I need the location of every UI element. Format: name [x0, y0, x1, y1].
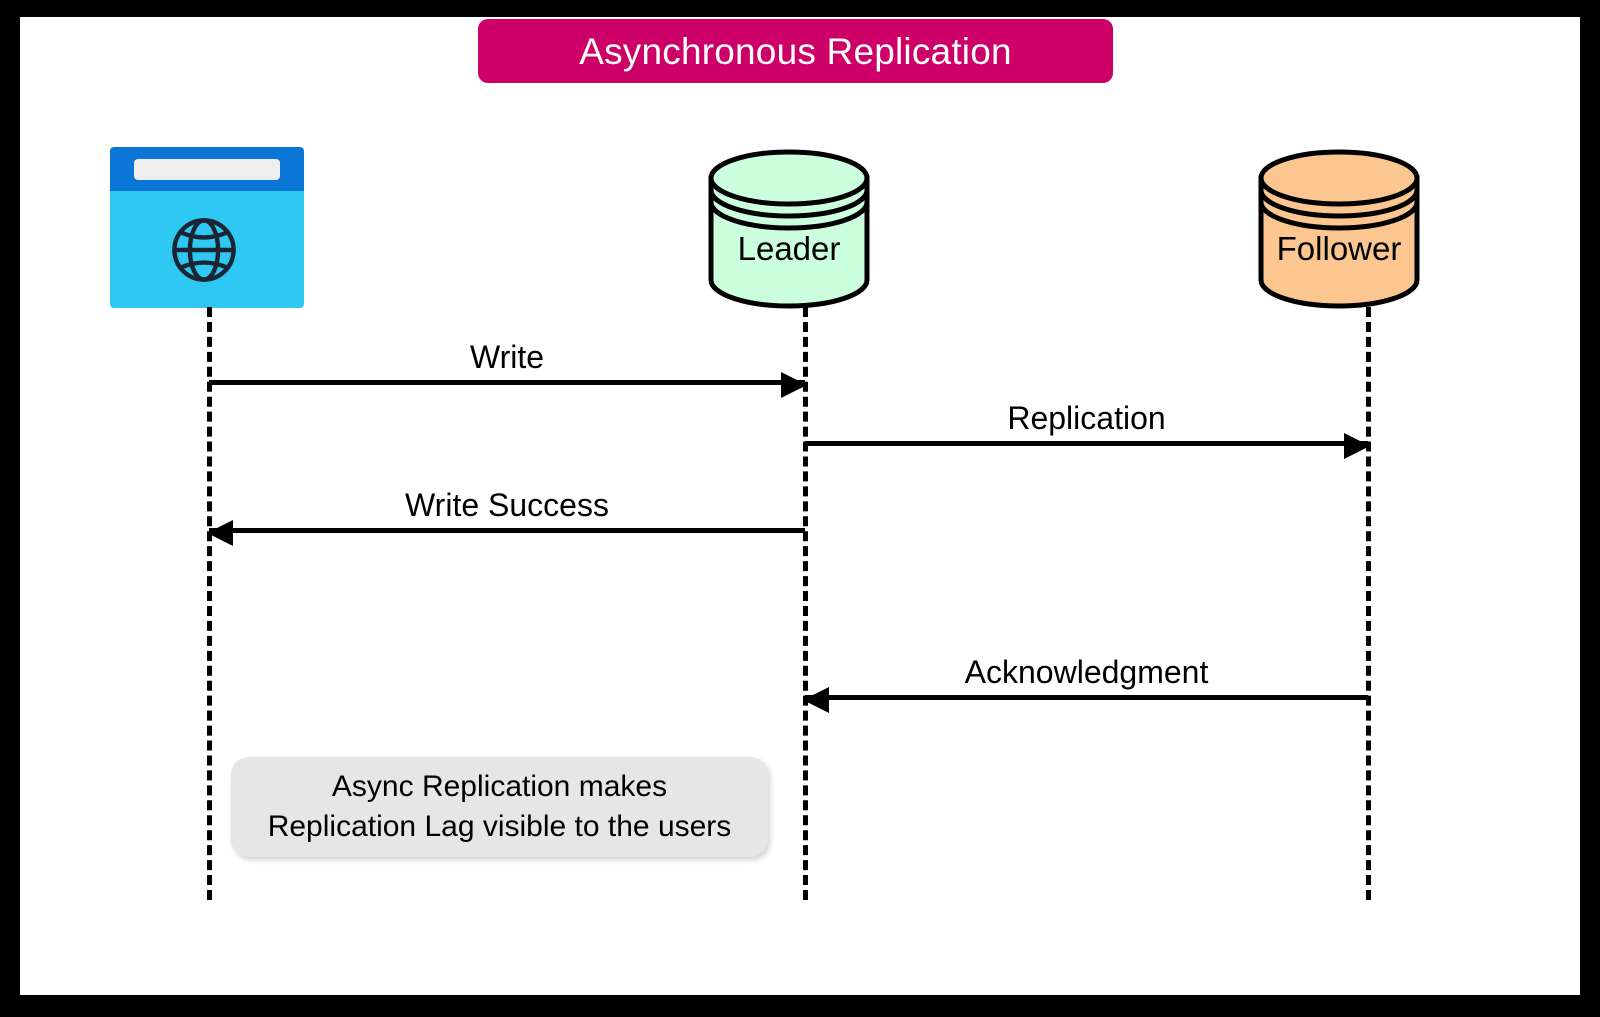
database-cylinder-icon — [1258, 149, 1420, 309]
message-arrow-write: Write — [209, 341, 807, 398]
note-line-2: Replication Lag visible to the users — [267, 810, 732, 843]
globe-icon — [172, 218, 236, 282]
page-title: Asynchronous Replication — [579, 30, 1012, 72]
arrowhead-right-icon — [781, 372, 807, 398]
message-label-write-success: Write Success — [405, 487, 609, 523]
title-banner: Asynchronous Replication — [478, 19, 1113, 83]
lifeline-leader — [803, 307, 808, 900]
arrowhead-left-icon — [207, 520, 233, 546]
message-arrow-acknowledgment: Acknowledgment — [803, 656, 1368, 713]
message-label-write: Write — [469, 339, 545, 375]
browser-viewport — [110, 191, 304, 308]
message-label-replication: Replication — [1007, 400, 1166, 436]
note-line-1: Async Replication makes — [331, 769, 668, 803]
browser-url-bar[interactable] — [134, 159, 280, 180]
arrowhead-right-icon — [1344, 433, 1370, 459]
message-label-acknowledgment: Acknowledgment — [964, 654, 1209, 690]
diagram-canvas: Asynchronous Replication — [20, 17, 1580, 995]
note-box: Async Replication makes Replication Lag … — [231, 757, 768, 857]
arrowhead-left-icon — [803, 687, 829, 713]
lifeline-client — [207, 307, 212, 900]
participant-client-browser[interactable] — [110, 147, 304, 308]
message-arrow-replication: Replication — [805, 402, 1370, 459]
database-cylinder-icon — [708, 149, 870, 309]
message-arrow-write-success: Write Success — [207, 489, 805, 546]
participant-follower-database[interactable]: Follower — [1253, 144, 1425, 314]
lifeline-follower — [1366, 307, 1371, 900]
browser-titlebar — [110, 147, 304, 191]
participant-leader-database[interactable]: Leader — [703, 144, 875, 314]
